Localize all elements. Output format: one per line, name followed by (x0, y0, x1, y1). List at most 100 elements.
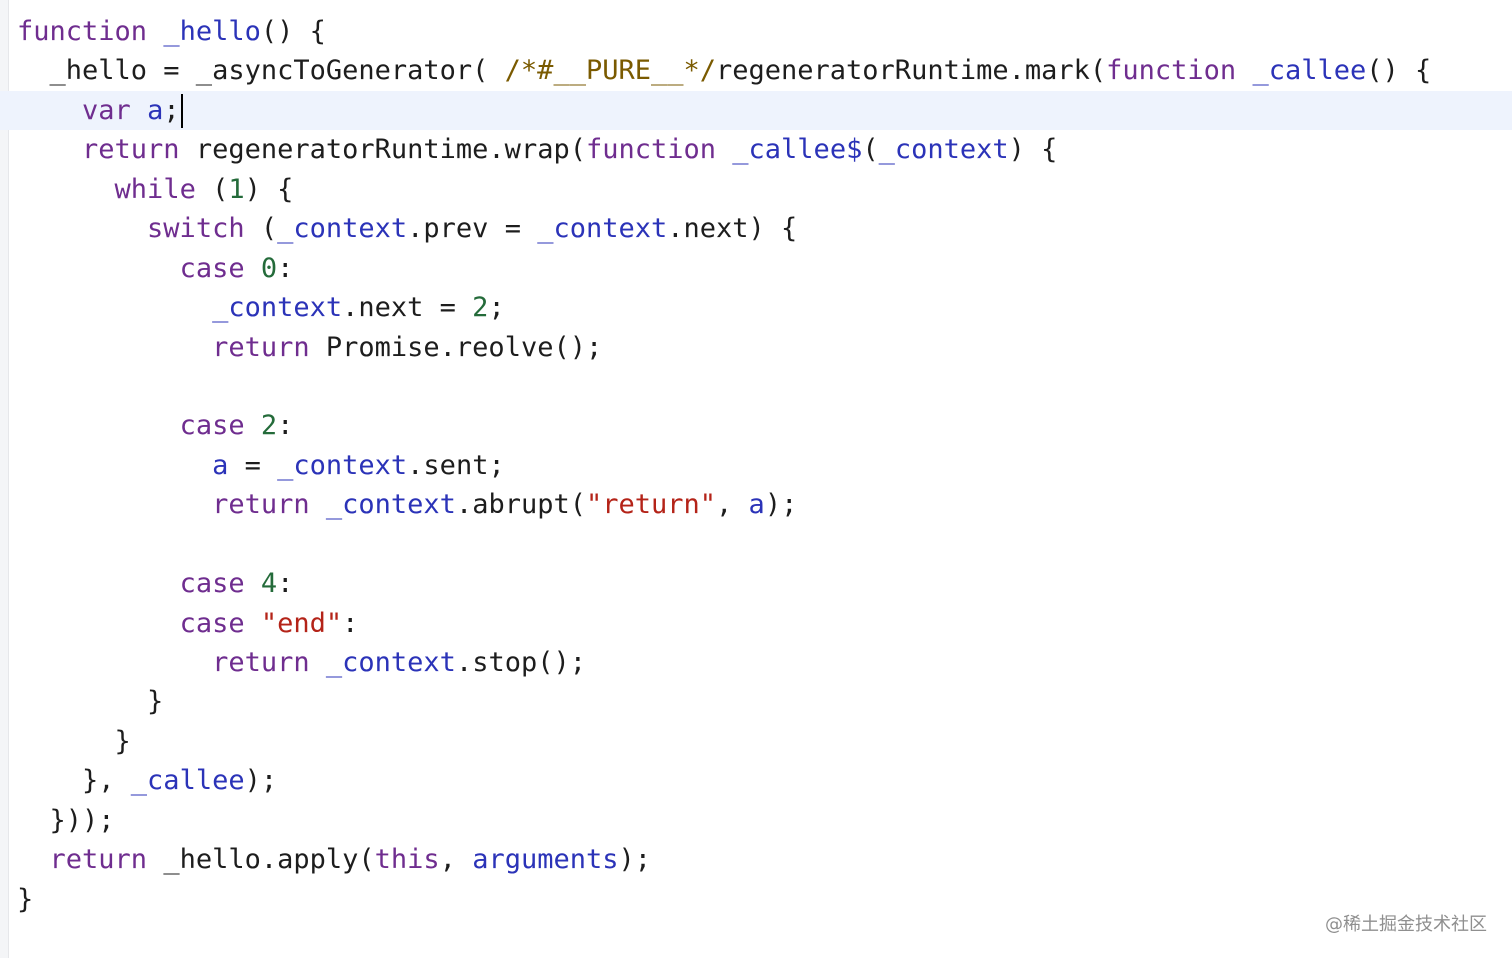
code-token: return (212, 647, 310, 678)
code-line[interactable]: function _hello() { (0, 12, 1512, 51)
code-token: function (17, 16, 148, 47)
code-token: () { (1366, 55, 1432, 87)
code-line[interactable] (0, 525, 1512, 564)
code-token: _hello = _asyncToGenerator( (17, 55, 505, 87)
code-token: case (179, 410, 245, 442)
code-token: ); (244, 765, 278, 797)
code-token (245, 608, 261, 639)
code-token (245, 410, 261, 441)
code-token: : (342, 607, 359, 639)
code-token: return (49, 844, 148, 876)
code-line[interactable]: _context.next = 2; (0, 288, 1512, 327)
code-line[interactable]: case 0: (0, 249, 1512, 288)
code-token (17, 568, 180, 599)
code-token: function (1106, 55, 1237, 87)
code-token (245, 568, 261, 599)
code-line[interactable]: return _context.abrupt("return", a); (0, 485, 1512, 524)
code-token: _context (537, 213, 668, 245)
code-token: _context (878, 134, 1009, 166)
code-token: _hello (163, 16, 261, 47)
code-line[interactable]: return regeneratorRuntime.wrap(function … (0, 130, 1512, 169)
code-token: _callee (1252, 55, 1367, 87)
code-token (17, 134, 82, 165)
code-line[interactable]: case 4: (0, 564, 1512, 603)
code-token (310, 489, 326, 520)
code-token: ) { (244, 173, 294, 205)
code-token: : (277, 410, 294, 442)
code-editor[interactable]: function _hello() { _hello = _asyncToGen… (0, 12, 1512, 919)
code-token (17, 213, 147, 244)
code-token (1236, 55, 1252, 86)
code-token: _hello.apply( (147, 844, 375, 876)
code-token: function (585, 134, 717, 166)
code-line[interactable]: return Promise.reolve(); (0, 328, 1512, 367)
code-token: , (439, 844, 473, 876)
code-line[interactable]: } (0, 722, 1512, 761)
code-token (17, 95, 82, 126)
code-token: 4 (260, 568, 278, 600)
code-token (147, 16, 163, 47)
code-line[interactable]: }, _callee); (0, 761, 1512, 800)
code-token: _context (277, 213, 408, 245)
code-line[interactable]: a = _context.sent; (0, 446, 1512, 485)
code-line[interactable]: _hello = _asyncToGenerator( /*#__PURE__*… (0, 51, 1512, 90)
code-token: "end" (260, 607, 343, 639)
code-token: })); (17, 804, 115, 836)
code-token: regeneratorRuntime.mark( (716, 55, 1107, 87)
code-token: ) { (1008, 134, 1058, 166)
code-token: _context (325, 647, 456, 678)
code-token: ; (488, 292, 505, 324)
code-line[interactable]: switch (_context.prev = _context.next) { (0, 209, 1512, 248)
code-token: } (17, 883, 34, 915)
code-token: ; (163, 94, 180, 126)
code-token: .sent; (407, 449, 505, 481)
code-line[interactable]: return _hello.apply(this, arguments); (0, 840, 1512, 879)
code-token: case (179, 568, 245, 600)
code-token: .prev = (407, 213, 538, 245)
code-token (17, 332, 212, 363)
code-token (17, 450, 212, 481)
code-token: .abrupt( (455, 489, 586, 521)
code-token (17, 844, 50, 875)
code-line[interactable]: })); (0, 801, 1512, 840)
code-token: _context (277, 449, 408, 481)
code-token: a (748, 489, 765, 521)
code-token: while (114, 173, 196, 205)
code-token: _context (212, 292, 343, 324)
watermark-text: @稀土掘金技术社区 (1325, 914, 1487, 935)
code-token: case (179, 607, 245, 639)
code-token: : (277, 568, 294, 600)
code-token (245, 253, 261, 284)
code-token (17, 608, 180, 639)
code-line[interactable]: return _context.stop(); (0, 643, 1512, 682)
code-token: regeneratorRuntime.wrap( (179, 134, 586, 166)
code-line[interactable]: case "end": (0, 604, 1512, 643)
code-token: Promise.reolve(); (309, 331, 603, 363)
code-token: = (228, 449, 278, 481)
code-token (17, 174, 115, 205)
editor-gutter (0, 0, 9, 958)
code-line[interactable]: } (0, 682, 1512, 721)
code-token: return (212, 331, 310, 363)
code-token: _callee$ (732, 134, 863, 166)
code-token (17, 253, 180, 284)
code-token: 0 (260, 252, 278, 284)
code-token: ( (862, 134, 879, 166)
code-token: } (17, 725, 131, 757)
code-token: switch (147, 213, 245, 245)
code-token: () { (260, 16, 326, 47)
code-line[interactable] (0, 367, 1512, 406)
code-line[interactable]: } (0, 880, 1512, 919)
code-token: var (82, 94, 131, 126)
code-line[interactable]: while (1) { (0, 170, 1512, 209)
code-token: "return" (585, 489, 717, 521)
code-line-current[interactable]: var a; (0, 90, 1512, 131)
code-token (17, 292, 212, 323)
code-token: _callee (130, 765, 245, 797)
code-token (716, 134, 732, 165)
code-token: a (212, 449, 229, 481)
code-token: return (82, 134, 180, 166)
code-token: return (212, 489, 310, 521)
code-line[interactable]: case 2: (0, 406, 1512, 445)
code-token: ( (244, 213, 278, 245)
